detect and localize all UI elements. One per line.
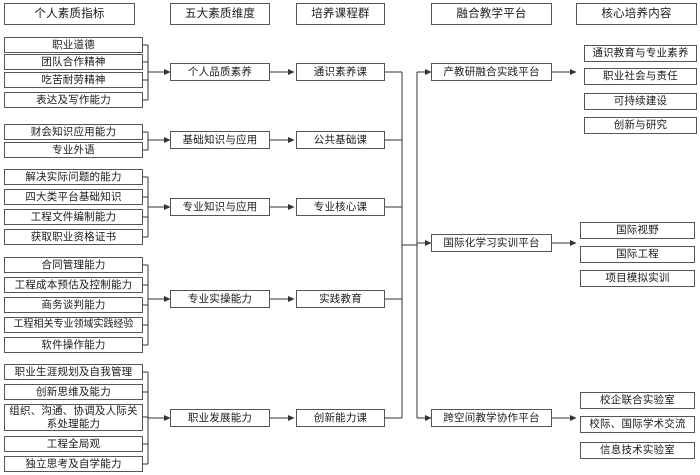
content-box: 信息技术实验室 (580, 442, 695, 459)
dimension-box: 基础知识与应用 (170, 131, 270, 149)
dimension-box: 个人品质素养 (170, 63, 270, 81)
indicator-box: 工程成本预估及控制能力 (4, 277, 143, 293)
indicator-box: 解决实际问题的能力 (4, 169, 143, 185)
course-box: 公共基础课 (296, 131, 385, 149)
content-box: 项目模拟实训 (580, 270, 695, 287)
content-box: 通识教育与专业素养 (584, 45, 697, 62)
header-indicators: 个人素质指标 (4, 3, 135, 25)
content-box: 可持续建设 (584, 93, 697, 110)
course-box: 创新能力课 (296, 409, 385, 427)
platform-box: 国际化学习实训平台 (431, 234, 552, 252)
content-box: 创新与研究 (584, 117, 697, 134)
indicator-box: 职业生涯规划及自我管理 (4, 364, 143, 380)
indicator-box: 获取职业资格证书 (4, 229, 143, 245)
dimension-box: 专业知识与应用 (170, 198, 270, 216)
indicator-box: 专业外语 (4, 142, 143, 158)
indicator-box: 工程文件编制能力 (4, 209, 143, 225)
indicator-box: 职业道德 (4, 37, 143, 53)
course-box: 通识素养课 (296, 63, 385, 81)
header-content: 核心培养内容 (576, 3, 697, 25)
content-box: 职业社会与责任 (584, 68, 697, 85)
indicator-box: 软件操作能力 (4, 337, 143, 353)
indicator-box: 商务谈判能力 (4, 297, 143, 313)
indicator-box: 合同管理能力 (4, 257, 143, 273)
indicator-box: 创新思维及能力 (4, 384, 143, 400)
course-box: 专业核心课 (296, 198, 385, 216)
indicator-box: 团队合作精神 (4, 54, 143, 70)
header-platforms: 融合教学平台 (431, 3, 552, 25)
header-dimensions: 五大素质维度 (170, 3, 270, 25)
content-box: 校际、国际学术交流 (580, 416, 695, 433)
dimension-box: 职业发展能力 (170, 409, 270, 427)
indicator-box: 表达及写作能力 (4, 92, 143, 108)
content-box: 校企联合实验室 (580, 392, 695, 409)
content-box: 国际视野 (580, 222, 695, 239)
course-box: 实践教育 (296, 290, 385, 308)
platform-box: 产教研融合实践平台 (431, 63, 552, 81)
indicator-box: 独立思考及自学能力 (4, 456, 143, 472)
indicator-box: 组织、沟通、协调及人际关系处理能力 (4, 404, 143, 431)
platform-box: 跨空间教学协作平台 (431, 409, 552, 427)
indicator-box: 吃苦耐劳精神 (4, 72, 143, 88)
indicator-box: 工程相关专业领域实践经验 (4, 317, 143, 333)
dimension-box: 专业实操能力 (170, 290, 270, 308)
header-courses: 培养课程群 (296, 3, 385, 25)
indicator-box: 工程全局观 (4, 436, 143, 452)
indicator-box: 财会知识应用能力 (4, 124, 143, 140)
indicator-box: 四大类平台基础知识 (4, 189, 143, 205)
content-box: 国际工程 (580, 246, 695, 263)
